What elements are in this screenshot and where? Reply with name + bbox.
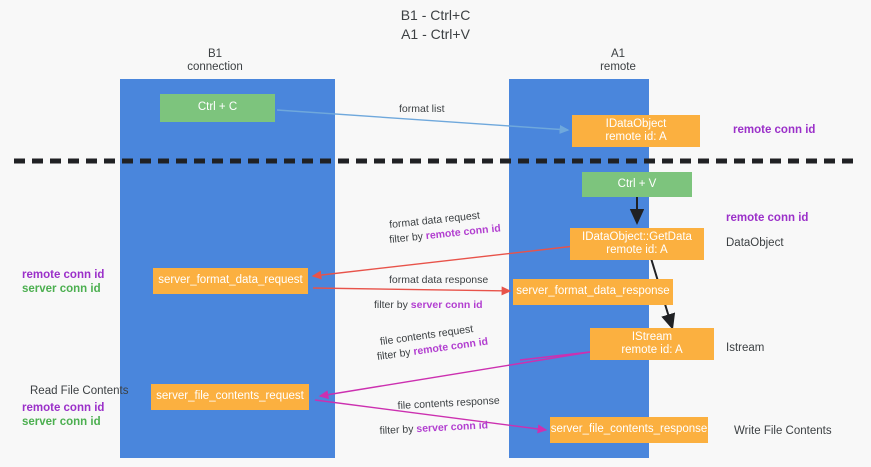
filter-prefix-1: filter by	[388, 230, 427, 247]
edge-label-format-list: format list	[399, 103, 445, 115]
column-header-b1: B1 connection	[187, 48, 243, 73]
box-idataobject-getdata[interactable]: IDataObject::GetData remote id: A	[570, 228, 704, 260]
box-server-format-data-request[interactable]: server_format_data_request	[153, 268, 308, 294]
filter-prefix-3: filter by	[376, 346, 415, 364]
label-remote-conn-id-1: remote conn id	[22, 269, 105, 281]
filter-prefix-2: filter by	[374, 299, 411, 311]
box-idataobject[interactable]: IDataObject remote id: A	[572, 115, 700, 147]
label-istream: Istream	[726, 342, 765, 354]
page-title: B1 - Ctrl+C A1 - Ctrl+V	[400, 7, 471, 42]
label-remote-conn-id-mid: remote conn id	[726, 212, 809, 224]
column-header-a1: A1 remote	[600, 48, 636, 73]
box-ctrl-v[interactable]: Ctrl + V	[582, 172, 692, 197]
label-data-object: DataObject	[726, 237, 784, 249]
box-server-file-contents-response[interactable]: server_file_contents_response	[550, 417, 708, 443]
label-remote-conn-id-2: remote conn id	[22, 402, 105, 414]
edge-label-file-contents-response: file contents response	[397, 394, 500, 413]
box-server-file-contents-request[interactable]: server_file_contents_request	[151, 384, 309, 410]
edge-label-format-data-response: format data response	[389, 274, 489, 286]
edge-format-data-response	[312, 286, 512, 296]
filter-key-4: server conn id	[416, 419, 489, 436]
label-write-file-contents: Write File Contents	[734, 425, 832, 437]
box-istream[interactable]: IStream remote id: A	[590, 328, 714, 360]
edge-filter-format-data-response: filter by server conn id	[374, 298, 483, 312]
label-read-file-contents: Read File Contents	[30, 385, 129, 397]
edge-filter-file-contents-response: filter by server conn id	[379, 418, 488, 438]
filter-prefix-4: filter by	[379, 423, 417, 438]
label-server-conn-id-1: server conn id	[22, 283, 101, 295]
label-server-conn-id-2: server conn id	[22, 416, 101, 428]
filter-key-2: server conn id	[410, 299, 483, 311]
box-server-format-data-response[interactable]: server_format_data_response	[513, 279, 673, 305]
box-ctrl-c[interactable]: Ctrl + C	[160, 94, 275, 122]
label-remote-conn-id-top: remote conn id	[733, 124, 816, 136]
